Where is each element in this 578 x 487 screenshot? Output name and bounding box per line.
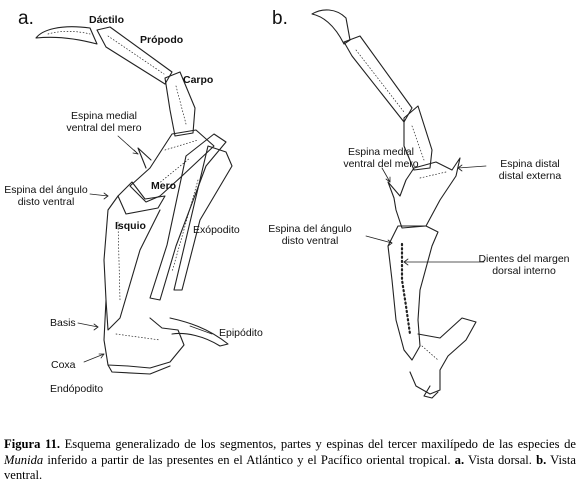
label-espina-medial-a-line1: Espina medial — [71, 110, 137, 122]
label-endopodito: Endópodito — [50, 383, 104, 395]
label-propodo: Própodo — [140, 34, 184, 46]
maxilliped-ventral-drawing — [311, 9, 477, 399]
label-espina-medial-a: Espina medial ventral del mero — [44, 110, 164, 134]
panel-label-a: a. — [18, 8, 34, 29]
label-mero: Mero — [151, 180, 177, 192]
label-espina-angulo-b: Espina del ángulo disto ventral — [256, 223, 364, 247]
label-carpo: Carpo — [183, 74, 214, 86]
label-basis: Basis — [50, 317, 76, 329]
label-espina-angulo-a: Espina del ángulo disto ventral — [0, 184, 92, 208]
label-exopodito: Exópodito — [193, 224, 240, 236]
label-dientes-b: Dientes del margen dorsal interno — [470, 253, 578, 277]
label-dactilo: Dáctilo — [89, 14, 125, 26]
label-coxa: Coxa — [51, 359, 76, 371]
caption-b-text: Vista ventral. — [4, 452, 576, 483]
label-dientes-b-line2: dorsal interno — [492, 265, 556, 277]
label-espina-distal-b: Espina distal distal externa — [482, 158, 578, 182]
figure-drawing — [35, 9, 487, 399]
label-isquio: Isquio — [115, 220, 146, 232]
maxilliped-dorsal-drawing — [35, 26, 233, 375]
caption-text-2: inferido a partir de las presentes en el… — [43, 452, 455, 467]
panel-label-b: b. — [272, 8, 288, 29]
caption-figure-label: Figura 11. — [4, 437, 61, 451]
label-epipodito: Epipódito — [219, 327, 263, 339]
label-espina-angulo-b-line1: Espina del ángulo — [268, 223, 352, 235]
label-espina-medial-a-line2: ventral del mero — [66, 122, 142, 134]
annotation-arrows — [77, 135, 487, 363]
label-dientes-b-line1: Dientes del margen — [478, 253, 570, 265]
caption-text-1: Esquema generalizado de los segmentos, p… — [60, 437, 576, 451]
label-espina-medial-b: Espina medial ventral del mero — [326, 146, 436, 170]
label-espina-distal-b-line1: Espina distal — [500, 158, 560, 170]
label-espina-angulo-a-line1: Espina del ángulo — [4, 184, 88, 196]
figure-caption: Figura 11. Esquema generalizado de los s… — [4, 437, 576, 484]
caption-genus: Munida — [4, 452, 44, 467]
label-espina-angulo-b-line2: disto ventral — [281, 235, 339, 247]
label-espina-medial-b-line2: ventral del mero — [343, 158, 419, 170]
label-espina-distal-b-line2: distal externa — [498, 170, 562, 182]
label-espina-angulo-a-line2: disto ventral — [17, 196, 75, 208]
caption-a-text: Vista dorsal. — [464, 452, 537, 467]
caption-b-label: b. — [536, 452, 547, 467]
label-espina-medial-b-line1: Espina medial — [348, 146, 414, 158]
caption-a-label: a. — [454, 452, 465, 467]
